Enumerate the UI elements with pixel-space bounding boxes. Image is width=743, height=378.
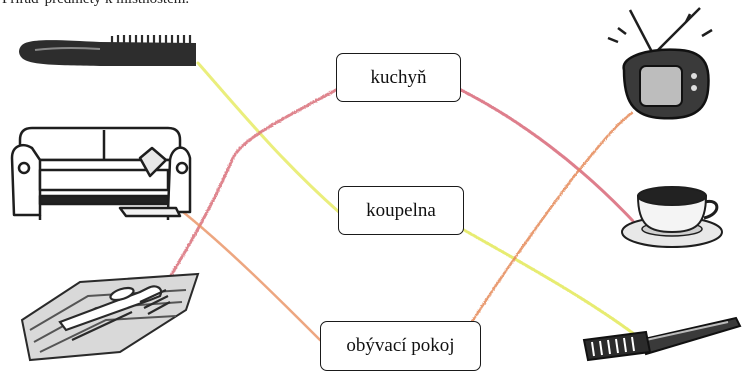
room-label-livingroom: obývací pokoj	[346, 335, 455, 356]
room-label-kitchen: kuchyň	[370, 66, 427, 88]
room-box-kitchen[interactable]: kuchyň	[336, 53, 461, 102]
room-box-bathroom[interactable]: koupelna	[338, 186, 464, 235]
sofa-icon	[10, 126, 192, 220]
toothbrush-icon	[582, 316, 742, 362]
comb-icon	[19, 35, 196, 66]
instruction-text: Přiřaď předměty k místnostem.	[2, 0, 189, 8]
television-icon	[607, 7, 713, 120]
cutlery-napkin-icon	[20, 272, 200, 362]
room-label-bathroom: koupelna	[366, 199, 436, 221]
room-box-livingroom[interactable]: obývací pokoj	[320, 321, 481, 371]
coffee-cup-icon	[621, 186, 723, 248]
